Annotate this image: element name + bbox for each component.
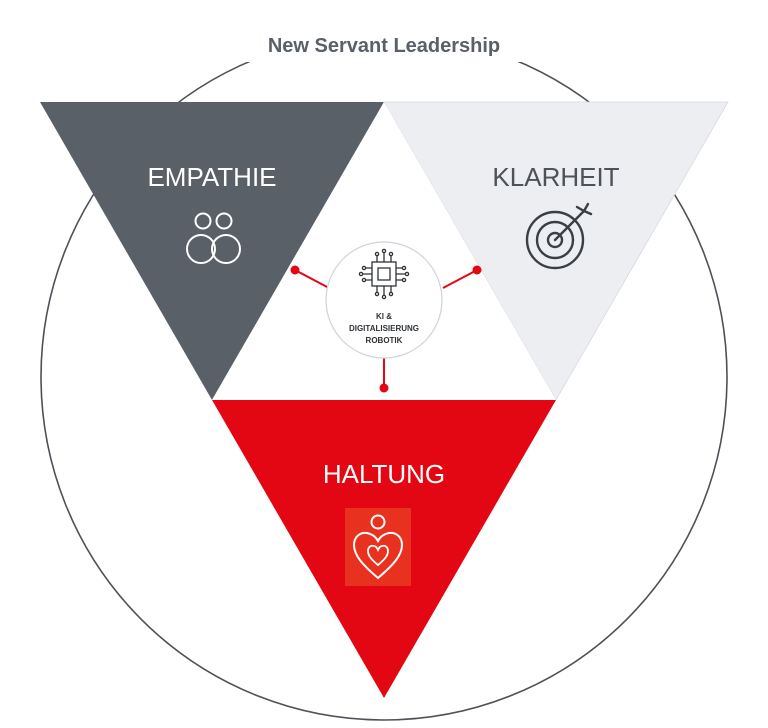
empathie-label: EMPATHIE xyxy=(147,162,276,192)
title-backdrop xyxy=(236,24,532,62)
hub-circle xyxy=(325,241,443,359)
chip-icon xyxy=(358,248,410,300)
klarheit-label: KLARHEIT xyxy=(492,162,619,192)
connector-dot-right xyxy=(472,265,482,275)
hub-label-line-1: KI & xyxy=(376,312,392,321)
diagram-title: New Servant Leadership xyxy=(268,35,500,57)
two-people-icon xyxy=(186,212,241,264)
connector-dot-bottom xyxy=(379,383,389,393)
hub-label-line-3: ROBOTIK xyxy=(366,336,403,345)
hub-connectors xyxy=(294,269,478,386)
hub-label-line-2: DIGITALISIERUNG xyxy=(349,324,419,333)
haltung-label: HALTUNG xyxy=(323,459,445,489)
person-heart-icon xyxy=(345,508,411,586)
target-arrow-icon xyxy=(525,202,593,270)
connector-dot-left xyxy=(290,265,300,275)
